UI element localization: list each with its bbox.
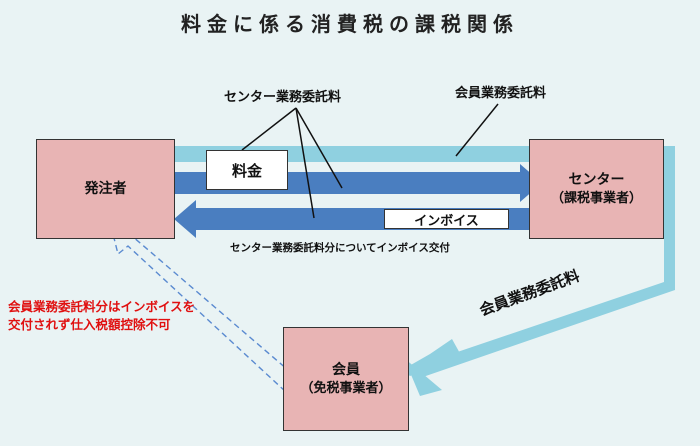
member-commission-arrowhead-tip: [404, 358, 442, 396]
callout-line: [295, 107, 343, 189]
warning-text-line1: 会員業務委託料分はインボイスを: [8, 299, 196, 314]
orderer-box: 発注者: [36, 139, 175, 239]
member-sub-label: （免税事業者）: [300, 380, 392, 396]
callout-line: [455, 103, 499, 157]
page-title: 料金に係る消費税の課税関係: [181, 12, 519, 36]
member-commission-arrowhead: [402, 339, 462, 376]
warning-text-line2: 交付されず仕入税額控除不可: [8, 317, 171, 332]
orderer-label: 発注者: [84, 180, 127, 197]
center-label: センター: [568, 171, 625, 188]
center-box: センター （課税事業者）: [529, 139, 664, 239]
invoice-label-box: インボイス: [384, 209, 509, 229]
member-box: 会員 （免税事業者）: [283, 327, 409, 431]
invoice-note: センター業務委託料分についてインボイス交付: [230, 242, 450, 254]
center-sub-label: （課税事業者）: [550, 190, 642, 206]
fee-label-box: 料金: [206, 150, 288, 190]
member-label: 会員: [332, 361, 360, 378]
callout-line: [295, 107, 315, 219]
callout-line: [241, 107, 297, 151]
member-commission-callout: 会員業務委託料: [455, 86, 547, 101]
center-commission-callout: センター業務委託料: [224, 90, 342, 105]
